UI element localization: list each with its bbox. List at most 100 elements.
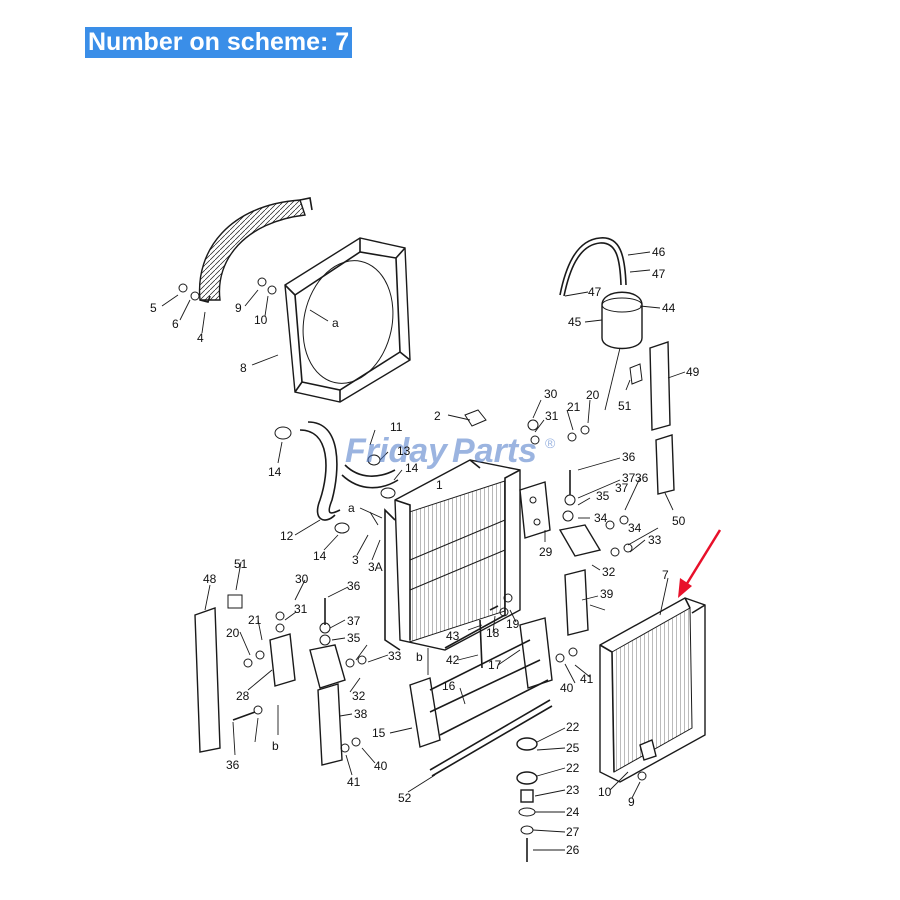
- callout: 36: [226, 758, 240, 772]
- callout: 25: [566, 741, 580, 755]
- callout: 49: [686, 365, 700, 379]
- callout: 36: [622, 450, 636, 464]
- callout: 21: [567, 400, 581, 414]
- callout: 9: [235, 301, 242, 315]
- callout: 20: [586, 388, 600, 402]
- fan-guard: [198, 197, 313, 303]
- callout: 24: [566, 805, 580, 819]
- callout: 46: [652, 245, 666, 259]
- callout: 15: [372, 726, 386, 740]
- callout: 10: [254, 313, 268, 327]
- svg-text:Friday: Friday: [345, 432, 449, 470]
- callout: 37: [347, 614, 361, 628]
- callout: 1: [436, 478, 443, 492]
- callout: 19: [506, 617, 520, 631]
- callout: 35: [596, 489, 610, 503]
- callout: 50: [672, 514, 686, 528]
- callout: 36: [347, 579, 361, 593]
- bracket-plate-29: [519, 481, 551, 539]
- fan-shroud: [284, 237, 411, 403]
- callout: 27: [566, 825, 580, 839]
- callout: 41: [580, 672, 594, 686]
- callout: 30: [544, 387, 558, 401]
- callout: 14: [313, 549, 327, 563]
- callout: 16: [442, 679, 456, 693]
- callout: 48: [203, 572, 217, 586]
- callout: 6: [172, 317, 179, 331]
- radiator-assembly: [384, 459, 521, 651]
- callout: 5: [150, 301, 157, 315]
- callout: 28: [236, 689, 250, 703]
- callout-labels: 5 6 4 9 10 8 a 2 11 13 14 14 12 14 3 3A …: [150, 245, 700, 857]
- leader-lines: [161, 251, 686, 851]
- callout: 35: [347, 631, 361, 645]
- callout: 10: [598, 785, 612, 799]
- callout: 51: [234, 557, 248, 571]
- bracket-39: [558, 524, 602, 636]
- callout: 13: [397, 444, 411, 458]
- callout: 45: [568, 315, 582, 329]
- callout: 17: [488, 658, 502, 672]
- callout: 44: [662, 301, 676, 315]
- callout: 42: [446, 653, 460, 667]
- callout: b: [416, 650, 423, 664]
- callout: 23: [566, 783, 580, 797]
- leader-a: [369, 511, 379, 526]
- callout: 34: [628, 521, 642, 535]
- callout: 47: [652, 267, 666, 281]
- callout: 43: [446, 629, 460, 643]
- callout: 12: [280, 529, 294, 543]
- watermark-logo: Friday Parts ®: [345, 432, 556, 470]
- callout: 4: [197, 331, 204, 345]
- callout: 26: [566, 843, 580, 857]
- lower-frame: [409, 617, 553, 748]
- radiator-core-part-7: [599, 597, 706, 783]
- callout: 30: [295, 572, 309, 586]
- callout: 40: [374, 759, 388, 773]
- callout: b: [272, 739, 279, 753]
- callout: 20: [226, 626, 240, 640]
- callout: 39: [600, 587, 614, 601]
- callout: 37: [615, 481, 629, 495]
- callout: 47: [588, 285, 602, 299]
- callout: 7: [662, 568, 669, 582]
- callout: 8: [240, 361, 247, 375]
- callout: 41: [347, 775, 361, 789]
- callout: 40: [560, 681, 574, 695]
- callout: 21: [248, 613, 262, 627]
- callout: 33: [648, 533, 662, 547]
- callout: 52: [398, 791, 412, 805]
- callout: a: [332, 316, 339, 330]
- callout: 32: [352, 689, 366, 703]
- callout: a: [348, 501, 355, 515]
- callout: 29: [539, 545, 553, 559]
- callout: 36: [635, 471, 649, 485]
- callout: 22: [566, 761, 580, 775]
- hoses: [299, 421, 399, 521]
- callout: 38: [354, 707, 368, 721]
- rod-52: [429, 699, 553, 777]
- callout: 22: [566, 720, 580, 734]
- callout: 9: [628, 795, 635, 809]
- callout: 2: [434, 409, 441, 423]
- svg-text:Parts: Parts: [452, 432, 537, 470]
- callout: 14: [268, 465, 282, 479]
- highlight-arrow: [678, 529, 722, 598]
- page-title: Number on scheme: 7: [85, 27, 353, 58]
- callout: 31: [545, 409, 559, 423]
- fasteners: [178, 277, 647, 781]
- callout: 14: [405, 461, 419, 475]
- reserve-tank: [559, 237, 643, 411]
- callout: 33: [388, 649, 402, 663]
- callout: 34: [594, 511, 608, 525]
- stay-parts-left: [194, 607, 346, 766]
- callout: 51: [618, 399, 632, 413]
- svg-text:®: ®: [545, 435, 556, 451]
- callout: 18: [486, 626, 500, 640]
- callout: 3: [352, 553, 359, 567]
- mount-stack: [516, 737, 538, 862]
- callout: 11: [390, 420, 403, 434]
- stay-parts-right: [649, 341, 675, 495]
- callout: 37: [622, 471, 636, 485]
